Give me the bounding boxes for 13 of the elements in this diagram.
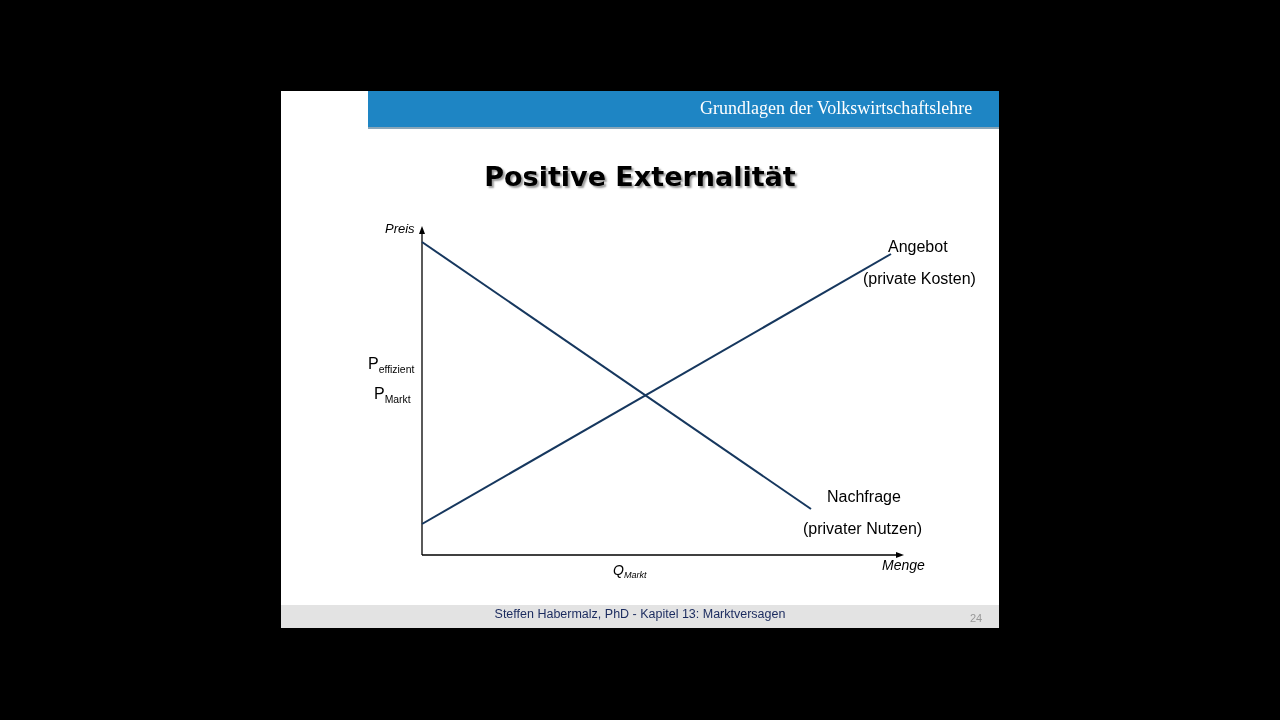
footer-text: Steffen Habermalz, PhD - Kapitel 13: Marktversagen [493,608,787,622]
curve-label: (private Kosten) [863,270,976,288]
curve-label: Nachfrage [827,488,901,506]
slide-title: Positive Externalität [483,162,797,192]
curve-label: (privater Nutzen) [803,520,923,538]
quantity-label: Q$_{Markt}$ [613,563,647,581]
page-number: 24 [970,612,983,625]
price-label: P$_{Markt}$ [374,385,411,406]
axis-label: Menge [882,558,925,574]
curve-label: Angebot [888,238,948,256]
header-title: Grundlagen der Volkswirtschaftslehre [700,99,973,119]
price-label: P$_{effizient}$ [368,355,415,376]
axis-label: Preis [385,222,415,237]
